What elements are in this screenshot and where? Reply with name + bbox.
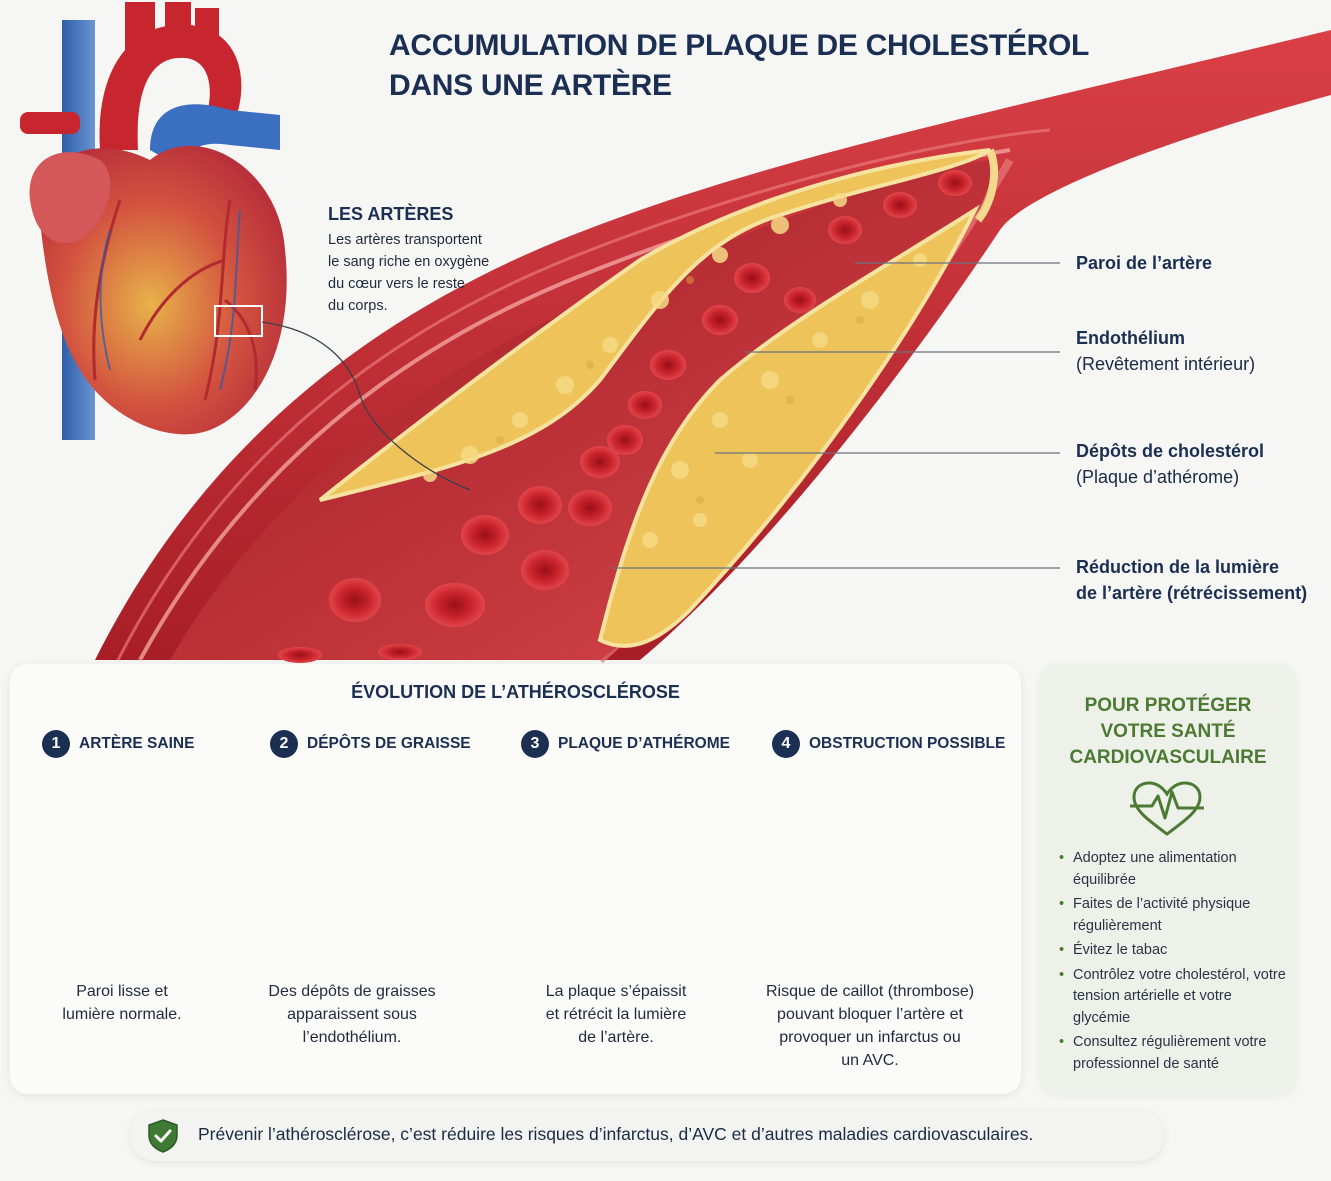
protect-title-line: POUR PROTÉGER bbox=[1084, 695, 1252, 716]
heart-pulse-icon bbox=[1130, 781, 1204, 836]
step-desc-line: La plaque s’épaissit bbox=[545, 983, 687, 1000]
step-desc-line: Des dépôts de graisses bbox=[268, 983, 436, 1000]
step-1-desc: Paroi lisse et lumière normale. bbox=[22, 980, 222, 1026]
list-item: Contrôlez votre cholestérol, votre tensi… bbox=[1059, 965, 1289, 1030]
step-desc-line: Paroi lisse et bbox=[76, 983, 168, 1000]
step-title: DÉPÔTS DE GRAISSE bbox=[307, 735, 471, 752]
step-3-header: 3 PLAQUE D’ATHÉROME bbox=[521, 730, 730, 758]
arteres-line: le sang riche en oxygène bbox=[328, 254, 490, 270]
step-desc-line: et rétrécit la lumière bbox=[545, 1006, 687, 1023]
label-depots-title: Dépôts de cholestérol bbox=[1076, 441, 1265, 461]
step-desc-line: de l’artère. bbox=[578, 1029, 654, 1046]
label-reduction-line2: de l’artère (rétrécissement) bbox=[1076, 583, 1308, 603]
footer-banner bbox=[130, 1109, 1164, 1161]
step-3-desc: La plaque s’épaissit et rétrécit la lumi… bbox=[516, 980, 716, 1049]
arteres-line: du corps. bbox=[328, 298, 388, 314]
title-line-1: ACCUMULATION DE PLAQUE DE CHOLESTÉROL bbox=[389, 29, 1090, 62]
label-paroi: Paroi de l’artère bbox=[1076, 250, 1212, 276]
step-desc-line: pouvant bloquer l’artère et bbox=[777, 1006, 963, 1023]
step-title: PLAQUE D’ATHÉROME bbox=[558, 735, 730, 752]
label-depots-sub: (Plaque d’athérome) bbox=[1076, 467, 1240, 487]
protect-title-line: CARDIOVASCULAIRE bbox=[1069, 747, 1267, 768]
arteres-info: LES ARTÈRES Les artères transportent le … bbox=[328, 204, 528, 317]
step-desc-line: l’endothélium. bbox=[302, 1029, 402, 1046]
step-title: ARTÈRE SAINE bbox=[79, 735, 195, 752]
zoom-connector bbox=[261, 321, 471, 491]
step-number: 4 bbox=[772, 730, 800, 758]
step-desc-line: un AVC. bbox=[841, 1052, 899, 1069]
step-desc-line: lumière normale. bbox=[62, 1006, 182, 1023]
step-4-header: 4 OBSTRUCTION POSSIBLE bbox=[772, 730, 1006, 758]
heart-illustration bbox=[20, 2, 287, 440]
label-endothelium-sub: (Revêtement intérieur) bbox=[1076, 354, 1256, 374]
list-item: Consultez régulièrement votre profession… bbox=[1059, 1032, 1289, 1075]
evolution-panel bbox=[10, 664, 1021, 1094]
step-1-header: 1 ARTÈRE SAINE bbox=[42, 730, 195, 758]
arteres-heading: LES ARTÈRES bbox=[328, 204, 454, 224]
step-desc-line: provoquer un infarctus ou bbox=[779, 1029, 961, 1046]
label-reduction-line1: Réduction de la lumière bbox=[1076, 557, 1280, 577]
label-endothelium: Endothélium (Revêtement intérieur) bbox=[1076, 325, 1255, 377]
step-2-header: 2 DÉPÔTS DE GRAISSE bbox=[270, 730, 471, 758]
step-2-desc: Des dépôts de graisses apparaissent sous… bbox=[252, 980, 452, 1049]
protect-tips-list: Adoptez une alimentation équilibrée Fait… bbox=[1059, 848, 1289, 1078]
label-endothelium-title: Endothélium bbox=[1076, 328, 1185, 348]
step-number: 1 bbox=[42, 730, 70, 758]
arteres-line: du cœur vers le reste bbox=[328, 276, 465, 292]
label-lines bbox=[612, 262, 1060, 569]
arteres-line: Les artères transportent bbox=[328, 232, 482, 248]
step-4-desc: Risque de caillot (thrombose) pouvant bl… bbox=[750, 980, 990, 1072]
list-item: Faites de l’activité physique régulièrem… bbox=[1059, 894, 1289, 937]
step-number: 2 bbox=[270, 730, 298, 758]
label-paroi-title: Paroi de l’artère bbox=[1076, 253, 1213, 273]
label-depots: Dépôts de cholestérol (Plaque d’athérome… bbox=[1076, 438, 1264, 490]
title-line-2: DANS UNE ARTÈRE bbox=[389, 69, 672, 102]
evolution-title: ÉVOLUTION DE L’ATHÉROSCLÉROSE bbox=[351, 682, 680, 702]
blood-cells bbox=[278, 170, 972, 663]
step-desc-line: Risque de caillot (thrombose) bbox=[765, 983, 975, 1000]
protect-title-line: VOTRE SANTÉ bbox=[1100, 721, 1236, 742]
step-desc-line: apparaissent sous bbox=[287, 1006, 417, 1023]
list-item: Adoptez une alimentation équilibrée bbox=[1059, 848, 1289, 891]
step-number: 3 bbox=[521, 730, 549, 758]
label-reduction: Réduction de la lumière de l’artère (rét… bbox=[1076, 554, 1307, 606]
footer-text: Prévenir l’athérosclérose, c’est réduire… bbox=[198, 1124, 1034, 1144]
page-title: ACCUMULATION DE PLAQUE DE CHOLESTÉROL DA… bbox=[389, 26, 1109, 106]
shield-check-icon bbox=[148, 1119, 178, 1153]
artery-illustration bbox=[95, 30, 1331, 663]
step-title: OBSTRUCTION POSSIBLE bbox=[809, 735, 1006, 752]
list-item: Évitez le tabac bbox=[1059, 940, 1289, 962]
protect-title: POUR PROTÉGER VOTRE SANTÉ CARDIOVASCULAI… bbox=[1040, 693, 1296, 771]
